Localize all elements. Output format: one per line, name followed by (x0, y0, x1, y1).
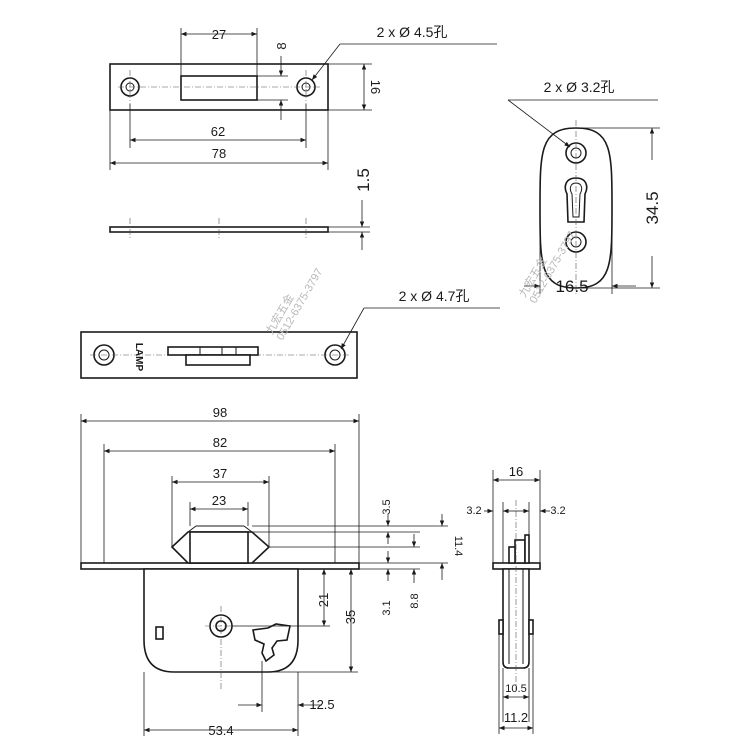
dim-plate-height: 16 (368, 80, 383, 94)
dim-53-4: 53.4 (208, 723, 233, 738)
dim-bolt-inner: 23 (212, 493, 226, 508)
dim-slot-height: 8 (274, 42, 289, 49)
dim-side-right-offset: 3.2 (550, 505, 565, 517)
dim-21: 21 (316, 593, 331, 607)
dim-side-left-offset: 3.2 (466, 505, 481, 517)
lock-front-view: LAMP 2 x Ø 4.7孔 (80, 288, 500, 379)
watermark: 九宏五金 0512-6375-3797 (262, 267, 325, 343)
lock-side-view: 16 3.2 3.2 10.5 11.2 (466, 464, 566, 734)
lock-lever (252, 623, 291, 663)
escutcheon-hole-callout: 2 x Ø 3.2孔 (544, 79, 615, 95)
dim-slot-width: 27 (212, 27, 226, 42)
dim-body-hole-spacing: 82 (213, 435, 227, 450)
lock-body-view: 98 82 37 23 3.5 11.4 8.8 (80, 405, 464, 738)
dim-thickness: 1.5 (354, 168, 373, 192)
lock-bolt-top (167, 346, 259, 356)
dim-hole-spacing: 62 (211, 124, 225, 139)
dim-12-5: 12.5 (309, 697, 334, 712)
lock-bolt-inner (189, 531, 249, 564)
side-faceplate (492, 562, 541, 570)
dim-8-8: 8.8 (409, 593, 421, 608)
dim-11-4: 11.4 (452, 536, 464, 557)
strike-plate-hole-callout: 2 x Ø 4.5孔 (377, 24, 448, 40)
dim-side-outer-width: 11.2 (504, 710, 528, 725)
strike-plate-side-view: 1.5 (109, 168, 373, 250)
escutcheon-view: 2 x Ø 3.2孔 34.5 16.5 (507, 79, 662, 296)
lock-front-hole-callout: 2 x Ø 4.7孔 (399, 288, 470, 304)
lock-bolt-bottom (185, 354, 251, 366)
dim-35: 35 (343, 610, 358, 624)
dim-escutcheon-width: 16.5 (555, 277, 588, 296)
side-bolt (514, 539, 526, 564)
lock-body-slot (155, 626, 164, 640)
dim-side-width: 16 (509, 464, 523, 479)
dim-faceplate-length: 98 (213, 405, 227, 420)
dim-3-1: 3.1 (381, 600, 393, 615)
dim-escutcheon-height: 34.5 (643, 191, 662, 224)
lock-body-faceplate (80, 562, 360, 570)
lock-brand-label: LAMP (133, 343, 144, 372)
dim-3-5: 3.5 (381, 499, 393, 514)
dim-side-inner-width: 10.5 (505, 683, 526, 695)
dim-overall-length: 78 (212, 146, 226, 161)
dim-bolt-outer: 37 (213, 466, 227, 481)
strike-plate-slot (180, 75, 258, 101)
strike-plate-top-view: 27 8 16 62 78 2 x Ø 4.5孔 (109, 24, 497, 170)
